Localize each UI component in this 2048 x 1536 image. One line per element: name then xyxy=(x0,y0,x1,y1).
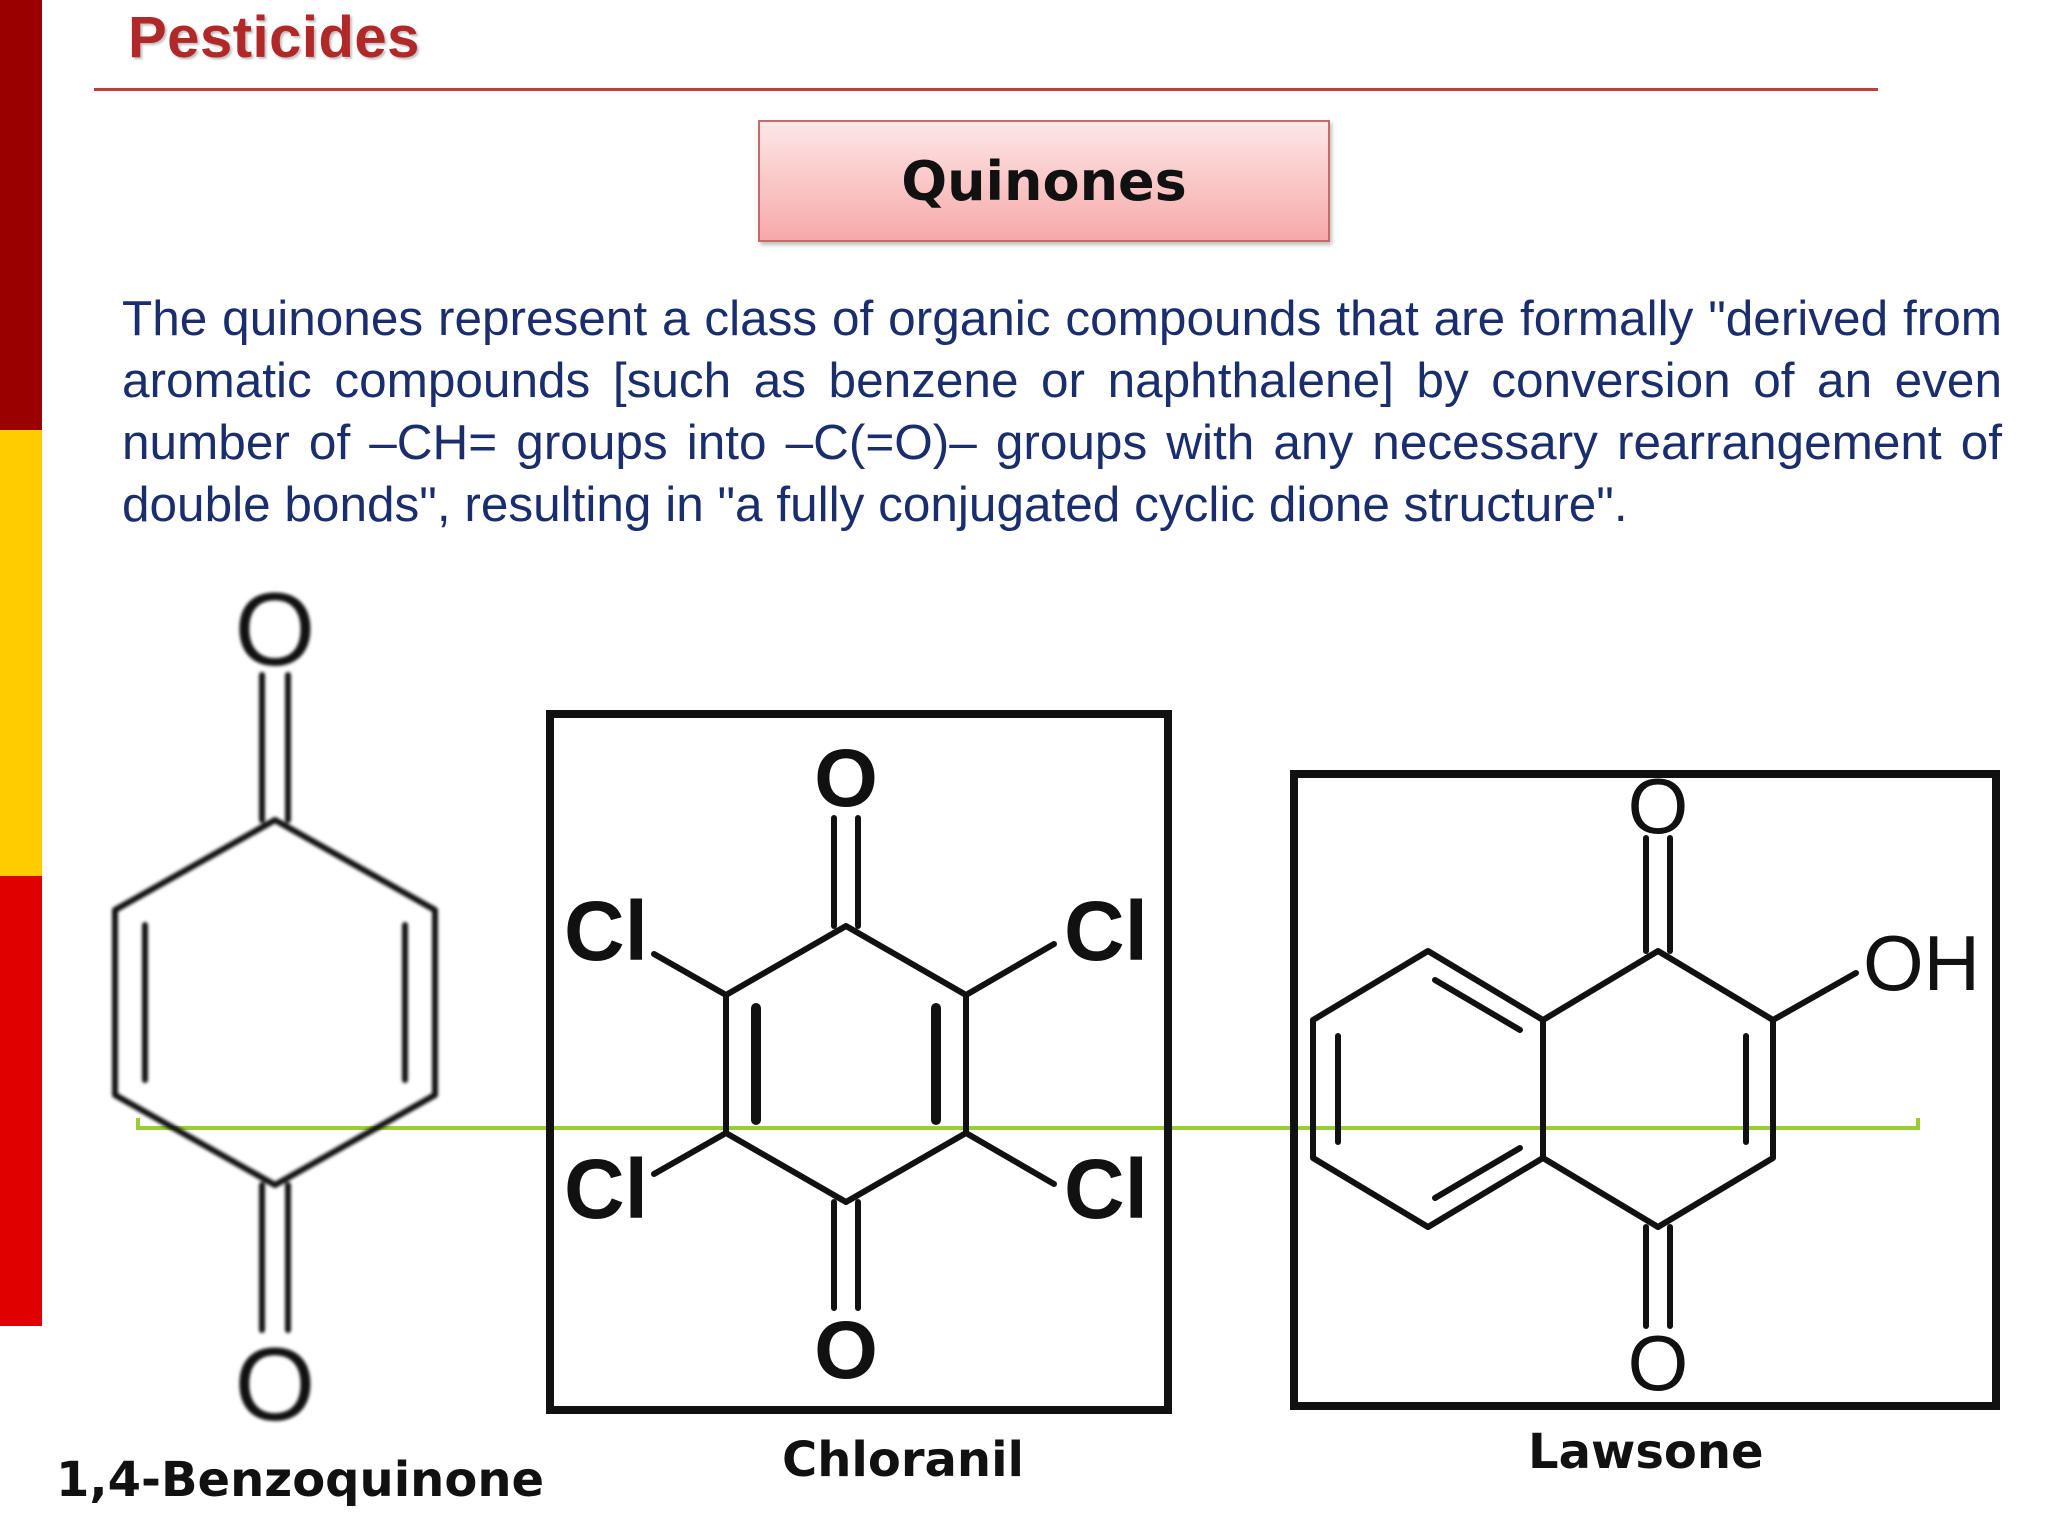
green-divider-tick-left xyxy=(136,1118,140,1130)
oxygen-atom-top: O xyxy=(1628,762,1689,850)
oxygen-atom-bottom: O xyxy=(814,1305,878,1396)
chlorine-atom-bottom-left: Cl xyxy=(564,1142,648,1236)
benzoquinone-caption: 1,4-Benzoquinone xyxy=(56,1452,545,1508)
oxygen-atom-top: O xyxy=(235,572,316,688)
accent-band-yellow xyxy=(0,430,42,876)
oxygen-atom-bottom: O xyxy=(235,1327,316,1443)
section-header-box: Quinones xyxy=(758,120,1330,242)
chloranil-frame xyxy=(546,710,1172,1414)
chlorine-atom-top-right: Cl xyxy=(1064,884,1148,978)
accent-band-red xyxy=(0,876,42,1326)
lawsone-frame xyxy=(1290,770,2000,1410)
benzoquinone-structure: O O xyxy=(112,572,438,1443)
description-paragraph: The quinones represent a class of organi… xyxy=(122,291,2002,532)
chlorine-atom-bottom-right: Cl xyxy=(1064,1142,1148,1236)
lawsone-structure: O O OH xyxy=(1310,762,1980,1407)
lawsone-caption: Lawsone xyxy=(1528,1424,1764,1480)
oxygen-atom-bottom: O xyxy=(1628,1319,1689,1407)
page-title: Pesticides xyxy=(128,5,420,70)
title-divider xyxy=(94,88,1878,91)
hydroxyl-group: OH xyxy=(1863,919,1980,1007)
accent-band-dark-red xyxy=(0,0,42,430)
green-divider xyxy=(138,1126,1920,1130)
chlorine-atom-top-left: Cl xyxy=(564,884,648,978)
green-divider-tick-right xyxy=(1916,1118,1920,1130)
oxygen-atom-top: O xyxy=(814,733,878,824)
chloranil-structure: O O Cl Cl Cl Cl xyxy=(564,733,1148,1396)
chloranil-caption: Chloranil xyxy=(782,1432,1024,1488)
section-label: Quinones xyxy=(901,149,1187,213)
